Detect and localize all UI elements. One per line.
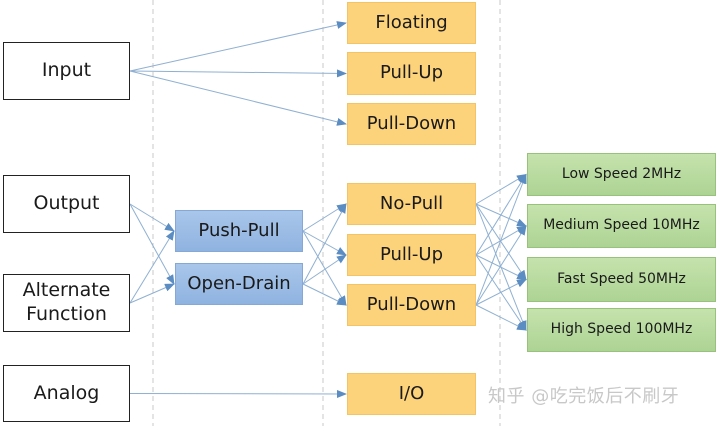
connector-input-to-in-pull-down xyxy=(129,70,347,126)
connector-out-pull-down-to-fast xyxy=(475,279,527,306)
mode-input[interactable]: Input xyxy=(3,42,130,100)
node-label: Fast Speed 50MHz xyxy=(557,270,686,287)
connector-out-pull-down-to-low xyxy=(475,173,527,306)
connector-open-drain-to-out-pull-up xyxy=(302,254,347,285)
node-label: Low Speed 2MHz xyxy=(561,165,682,182)
connector-input-to-floating xyxy=(129,21,347,72)
node-label: Open-Drain xyxy=(187,272,291,294)
mode-analog[interactable]: Analog xyxy=(3,365,130,422)
connector-push-pull-to-out-pull-down xyxy=(302,230,347,306)
input-pull-down[interactable]: Pull-Down xyxy=(347,103,476,145)
connector-out-pull-up-to-fast xyxy=(475,254,527,280)
output-pull-up[interactable]: Pull-Up xyxy=(347,234,476,276)
connector-no-pull-to-low xyxy=(475,173,527,205)
output-type-push-pull[interactable]: Push-Pull xyxy=(175,210,303,252)
pull-floating[interactable]: Floating xyxy=(347,2,476,44)
connector-out-pull-up-to-low xyxy=(475,173,527,256)
node-label: Pull-Down xyxy=(366,293,457,315)
node-label: Analog xyxy=(33,381,100,404)
node-label: I/O xyxy=(398,382,425,404)
connector-analog-to-io xyxy=(129,389,347,398)
connector-output-to-open-drain xyxy=(129,203,175,285)
speed-fast[interactable]: Fast Speed 50MHz xyxy=(527,257,716,302)
output-no-pull[interactable]: No-Pull xyxy=(347,183,476,225)
mode-alternate-function[interactable]: Alternate Function xyxy=(3,274,130,332)
connector-input-to-in-pull-up xyxy=(129,69,347,78)
node-label: Push-Pull xyxy=(198,219,280,241)
connector-out-pull-down-to-high xyxy=(475,304,527,331)
node-label: Floating xyxy=(375,11,448,33)
mode-output[interactable]: Output xyxy=(3,175,130,233)
node-label: Output xyxy=(33,192,100,215)
node-label: Pull-Up xyxy=(379,243,444,265)
connector-no-pull-to-fast xyxy=(475,203,527,281)
speed-medium[interactable]: Medium Speed 10MHz xyxy=(527,204,716,248)
connector-open-drain-to-no-pull xyxy=(302,203,347,285)
connector-out-pull-down-to-medium xyxy=(475,225,527,306)
node-label: High Speed 100MHz xyxy=(550,321,693,338)
node-label: Alternate Function xyxy=(22,279,111,325)
node-label: Input xyxy=(41,59,92,82)
connector-alternate-to-push-pull xyxy=(129,230,175,304)
input-pull-up[interactable]: Pull-Up xyxy=(347,52,476,95)
output-pull-down[interactable]: Pull-Down xyxy=(347,284,476,326)
output-type-open-drain[interactable]: Open-Drain xyxy=(175,263,303,305)
connector-open-drain-to-out-pull-down xyxy=(302,283,347,306)
node-label: Pull-Down xyxy=(366,112,457,134)
watermark-text: 知乎 @吃完饭后不刷牙 xyxy=(488,386,680,407)
node-label: No-Pull xyxy=(379,192,444,214)
node-label: Medium Speed 10MHz xyxy=(543,217,700,234)
connector-output-to-push-pull xyxy=(129,203,175,232)
connector-push-pull-to-no-pull xyxy=(302,203,347,232)
speed-low[interactable]: Low Speed 2MHz xyxy=(527,153,716,196)
connector-alternate-to-open-drain xyxy=(129,283,175,304)
analog-io[interactable]: I/O xyxy=(347,373,476,415)
node-label: Pull-Up xyxy=(379,62,444,84)
speed-high[interactable]: High Speed 100MHz xyxy=(527,308,716,352)
